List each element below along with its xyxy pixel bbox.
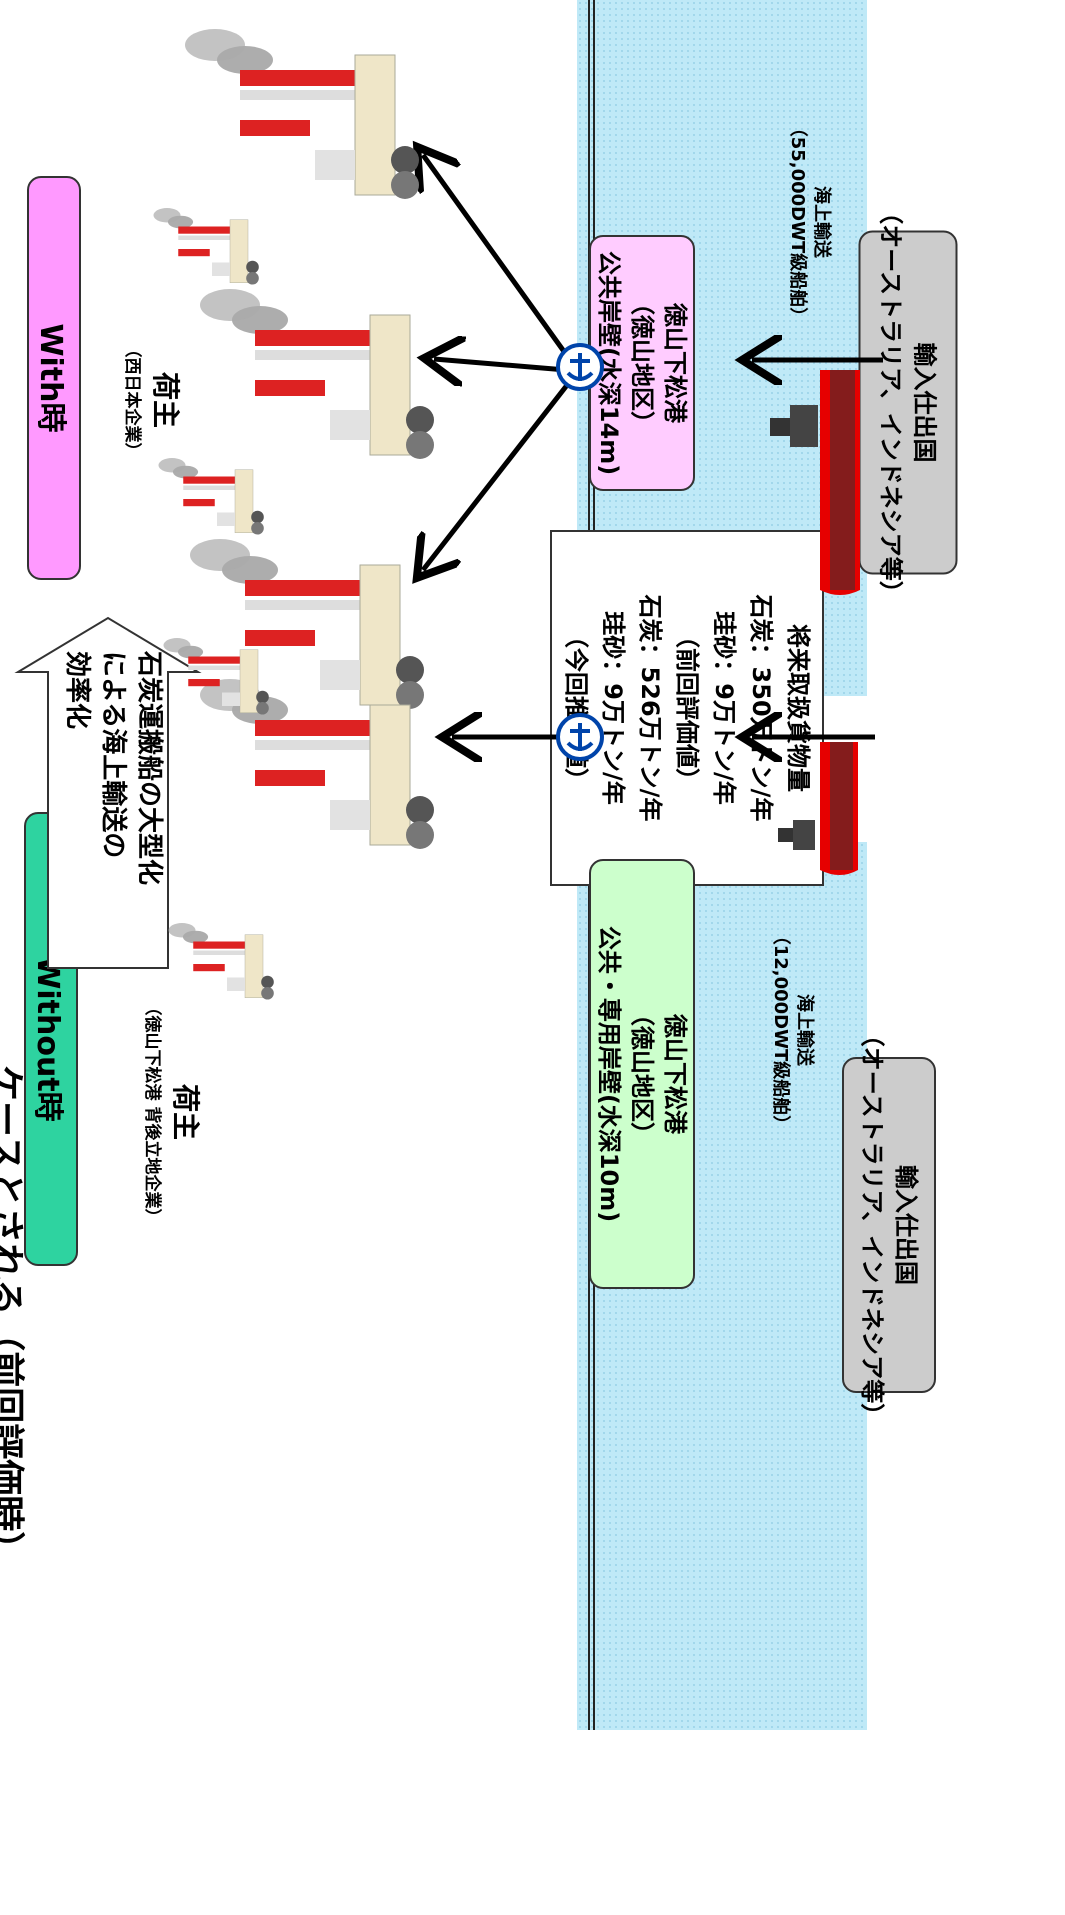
with-factory-icon-3 [185,29,419,199]
with-ship-icon [770,370,860,595]
without-ship-icon [778,742,858,875]
with-arrow-to-factory-1 [423,371,578,570]
without-anchor-icon [558,715,602,759]
with-factory-icon-2 [200,289,434,459]
with-factory-icon-small-2 [154,208,259,284]
with-anchor-icon [558,345,602,389]
diagram-graphics [0,0,1065,1730]
with-arrow-to-factory-3 [423,155,578,371]
with-factory-icon-small-1 [159,458,264,535]
without-factory-icon-small-1 [169,923,274,1000]
